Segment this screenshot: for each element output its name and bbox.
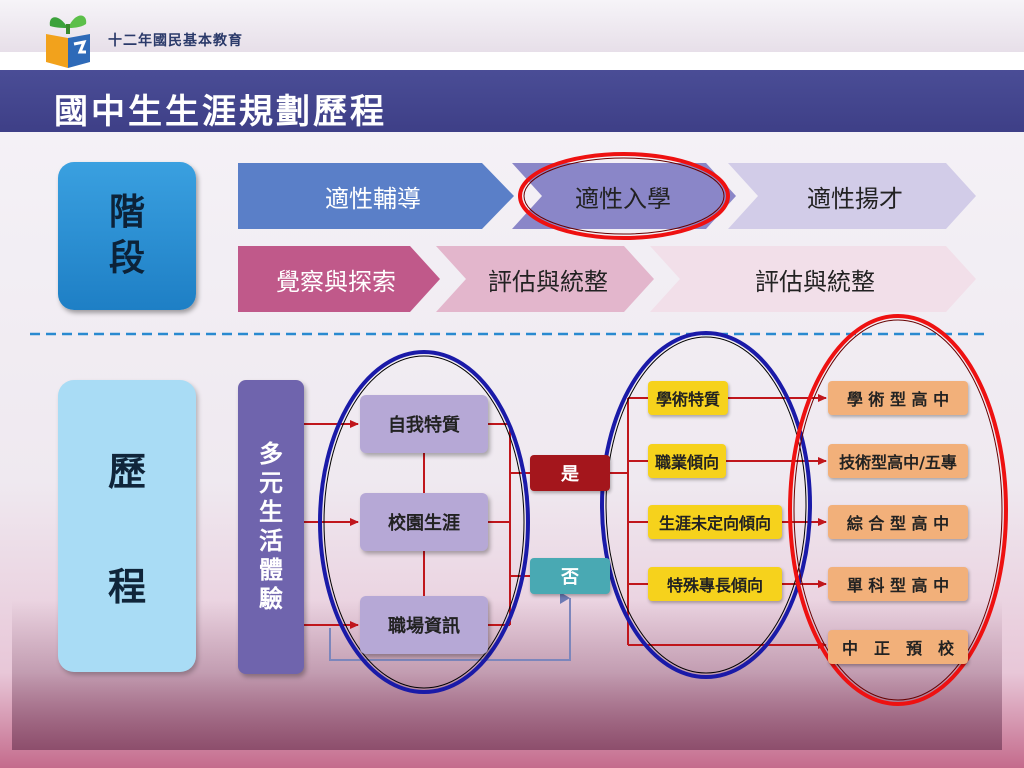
tendency-special: 特殊專長傾向 <box>648 567 782 601</box>
experience-workplace: 職場資訊 <box>360 596 488 654</box>
tendency-academic: 學術特質 <box>648 381 728 415</box>
tendency-vocational: 職業傾向 <box>648 444 726 478</box>
highlight-destinations <box>788 314 1008 706</box>
destination-academic-hs: 學 術 型 高 中 <box>828 381 968 415</box>
book-sprout-icon <box>46 15 90 68</box>
chevron-explore <box>238 246 440 312</box>
chevron-admission <box>512 163 736 229</box>
process-label-1: 歷 <box>107 450 146 494</box>
multi-life-char: 活 <box>259 527 283 555</box>
chevron-evaluate-1 <box>436 246 654 312</box>
multi-life-char: 生 <box>259 498 283 526</box>
page-title: 國中生生涯規劃歷程 <box>54 92 387 132</box>
brand-name: 十二年國民基本教育 <box>108 33 243 49</box>
destination-technical-hs: 技術型高中/五專 <box>828 444 968 478</box>
stage-label-1: 階 <box>108 192 145 233</box>
highlight-admission <box>518 152 730 240</box>
chevron-guidance <box>238 163 514 229</box>
stage-label-2: 段 <box>108 238 145 279</box>
process-box: 歷 程 <box>58 380 196 672</box>
chevron-talent <box>728 163 976 229</box>
experience-campus: 校園生涯 <box>360 493 488 551</box>
multi-life-char: 元 <box>259 469 283 497</box>
top-banner <box>0 0 1024 52</box>
process-label-2: 程 <box>107 565 146 609</box>
destination-cks-prep: 中 正 預 校 <box>828 630 968 664</box>
stage-label-explore: 覺察與探索 <box>276 267 396 296</box>
highlight-tendencies <box>600 331 812 679</box>
stage-label-evaluate-2: 評估與統整 <box>755 267 875 296</box>
chevron-evaluate-2 <box>650 246 976 312</box>
multi-life-char: 驗 <box>259 585 283 613</box>
stage-box: 階 段 <box>58 162 196 310</box>
stage-label-guidance: 適性輔導 <box>325 184 421 213</box>
decision-yes: 是 <box>530 455 610 491</box>
highlight-experiences <box>318 350 530 694</box>
decision-no: 否 <box>530 558 610 594</box>
destination-comprehensive-hs: 綜 合 型 高 中 <box>828 505 968 539</box>
multi-life-char: 多 <box>259 440 283 468</box>
experience-self: 自我特質 <box>360 395 488 453</box>
title-bar <box>0 70 1024 132</box>
multi-life-char: 體 <box>259 556 283 584</box>
multi-life-box: 多 元 生 活 體 驗 <box>238 380 304 674</box>
stage-label-evaluate-1: 評估與統整 <box>488 267 608 296</box>
stage-label-talent: 適性揚才 <box>807 184 903 213</box>
stage-label-admission: 適性入學 <box>575 184 671 213</box>
tendency-undecided: 生涯未定向傾向 <box>648 505 782 539</box>
destination-single-subject-hs: 單 科 型 高 中 <box>828 567 968 601</box>
